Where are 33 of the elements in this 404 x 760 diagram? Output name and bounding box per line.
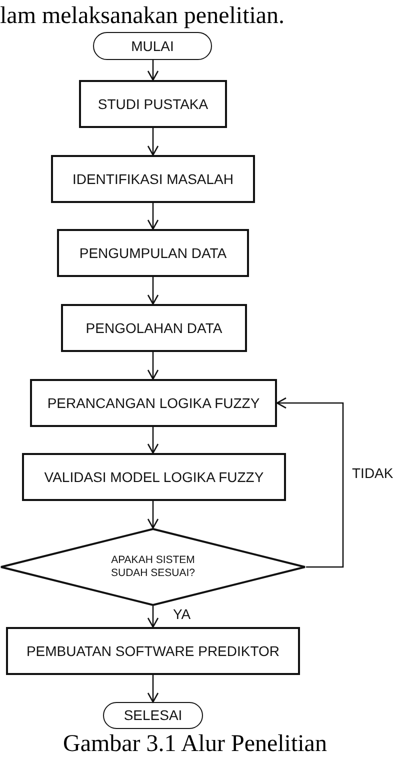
arrow bbox=[147, 203, 159, 230]
arrow bbox=[147, 352, 159, 380]
node-text: VALIDASI MODEL LOGIKA FUZZY bbox=[44, 468, 264, 486]
node-text: SELESAI bbox=[124, 707, 182, 724]
node-text: MULAI bbox=[131, 38, 174, 54]
process-box bbox=[22, 453, 286, 501]
node-text: PENGUMPULAN DATA bbox=[79, 244, 227, 262]
terminator-shape bbox=[93, 32, 212, 60]
process-box bbox=[57, 229, 249, 277]
node-text: IDENTIFIKASI MASALAH bbox=[72, 170, 234, 188]
arrow bbox=[147, 277, 159, 305]
node-text: APAKAH SISTEM SUDAH SESUAI? bbox=[110, 554, 196, 580]
figure-caption: Gambar 3.1 Alur Penelitian bbox=[63, 731, 327, 758]
node-text: PERANCANGAN LOGIKA FUZZY bbox=[47, 394, 260, 412]
terminator-shape bbox=[103, 702, 203, 729]
arrow bbox=[147, 128, 159, 156]
process-box bbox=[61, 304, 247, 352]
node-text: PENGOLAHAN DATA bbox=[86, 320, 222, 336]
process-box bbox=[30, 379, 277, 427]
process-box bbox=[6, 627, 300, 675]
body-text: lam melaksanakan penelitian. bbox=[0, 3, 285, 30]
edge-label: TIDAK bbox=[351, 465, 394, 481]
arrow bbox=[147, 427, 159, 454]
arrow bbox=[276, 397, 344, 568]
process-box bbox=[79, 80, 227, 128]
arrow bbox=[147, 606, 159, 628]
arrow bbox=[147, 675, 159, 703]
node-text: PEMBUATAN SOFTWARE PREDIKTOR bbox=[26, 642, 280, 660]
process-box bbox=[51, 155, 255, 203]
arrow bbox=[147, 501, 159, 529]
node-text: STUDI PUSTAKA bbox=[98, 96, 208, 112]
arrow bbox=[147, 60, 159, 81]
edge-label: YA bbox=[172, 606, 192, 622]
